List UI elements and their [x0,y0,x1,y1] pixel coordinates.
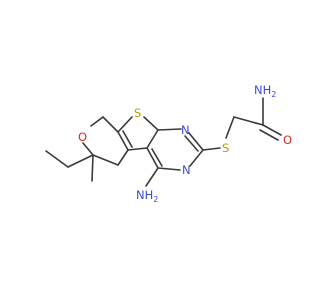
bond-c4a-c4-double [151,148,163,167]
bond-c-o-amide-1 [262,124,282,136]
bond-ethyl-2 [45,150,69,168]
atom-label-n-pyrimidine-top: N [181,123,190,137]
bond-n3-c7a [157,128,182,131]
bond-ch2-c3a [117,149,129,166]
bond-s-c8a [117,116,133,133]
bond-c3a-c4a [127,147,148,151]
bond-c8a-ch2 [102,116,119,133]
bond-c4a-c4 [146,147,159,169]
atom-label-s-thioether: S [222,141,229,155]
bond-c2-n3-double [184,135,199,152]
atom-labels: NH2 O S N N S O NH2 [78,83,292,204]
bond-c4-nh2 [145,167,159,187]
bond-ch2-s [225,116,235,139]
bond-c-o-amide-2 [259,129,279,141]
bond-s-c2 [202,147,221,151]
bond-c8a-c3a-double [122,130,133,148]
atom-label-nh2-amino: NH2 [136,188,158,204]
bond-cq-methyl [91,154,94,182]
bond-cq-ch2 [92,154,119,166]
bond-c7a-c4a [146,129,159,149]
bond-c8a-c3a [117,131,129,151]
molecule-diagram: NH2 O S N N S O NH2 [45,83,292,204]
atom-label-s-thiophene: S [134,106,141,120]
atom-label-n-pyrimidine-bottom: N [182,163,191,177]
atom-label-o-carbonyl: O [283,133,292,147]
bond-n1-c2 [189,149,204,167]
bonds [45,97,282,187]
bond-o-cq [82,142,94,156]
atom-label-o-pyran: O [78,130,87,144]
bond-c4-n1 [157,167,181,171]
bond-c2-n3 [188,132,204,151]
bond-cq-ethyl-1 [67,154,94,168]
bond-c-ch2 [233,116,264,126]
atom-label-nh2-amide: NH2 [254,83,276,99]
bond-c7a-s [143,116,159,131]
bond-ch2-o [90,116,104,127]
